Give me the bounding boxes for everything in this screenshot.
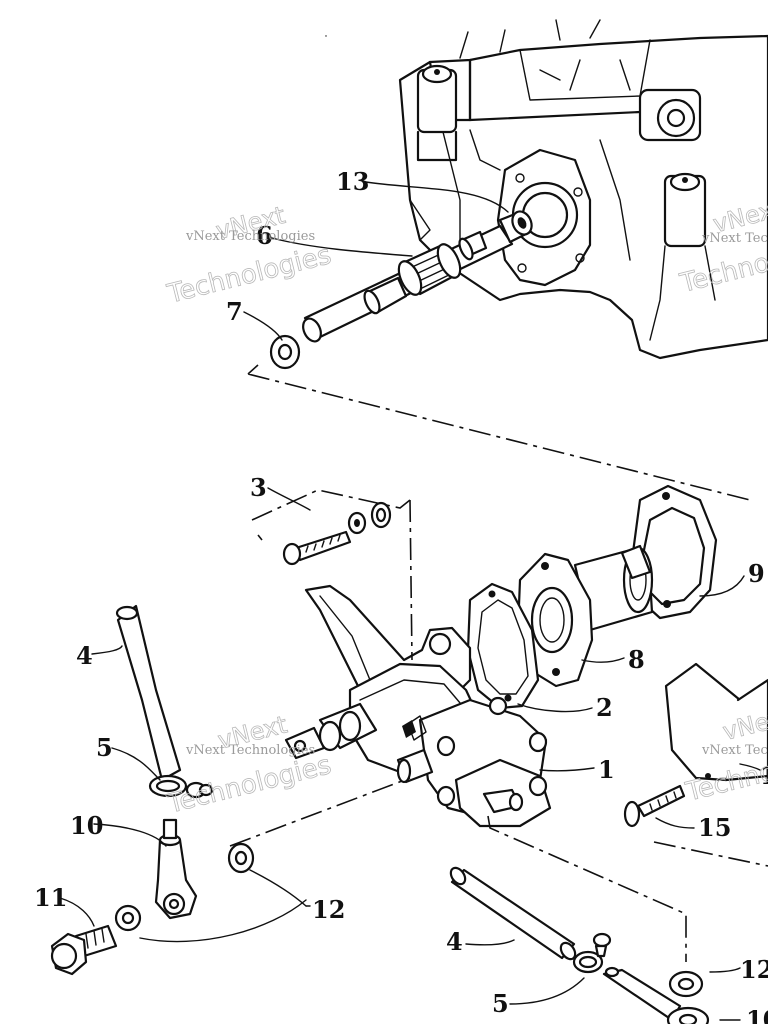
engine-block [398,19,768,360]
callout-12-bottom: 12 [740,955,768,984]
gasket-2 [466,582,540,710]
reference-lines-pump [229,489,768,962]
washer-12-bottom [668,970,704,998]
callout-10-left: 10 [70,811,103,840]
callout-11: 11 [34,883,67,912]
oil-hose-left [115,604,182,782]
callout-10-bottom: 10 [746,1005,768,1024]
watermark-small-middle: vNext Technologies [185,743,315,758]
callout-4-bottom: 4 [446,927,463,956]
callout-1: 1 [598,755,615,784]
drive-shaft-gear [302,210,533,343]
callout-6: 6 [256,221,273,250]
washer-12-middle [227,842,255,874]
callout-1-right: 1 [760,761,768,790]
bolt-3-assembly [282,501,392,566]
callout-5-bottom: 5 [492,989,509,1018]
watermark-large-bottom: Technologies [164,240,334,310]
watermark-middle: vNext Technologies [163,710,334,820]
adapter-8 [516,544,654,688]
washer-7 [269,334,301,370]
callout-3: 3 [250,473,267,502]
reference-line-top [247,364,751,501]
callout-12-middle: 12 [312,895,345,924]
watermark-large-bottom: Technologies [164,750,334,820]
watermark-small-top-left: vNext Technologies [185,229,315,244]
watermark-small-middle-right: vNext Technologies [701,743,768,758]
callout-4-left: 4 [76,641,93,670]
callout-5-left: 5 [96,733,113,762]
watermark-small-top-right: vNext Technologies [701,231,768,246]
oil-pump-1 [284,584,552,828]
callout-13: 13 [336,167,369,196]
watermark-top-left: vNext Technologies [163,201,334,311]
cover-plate [664,662,768,782]
callout-15: 15 [698,813,731,842]
screw-15 [623,784,686,828]
banjo-fitting-bottom [602,966,710,1024]
oil-hose-bottom [449,866,577,961]
callout-2: 2 [596,693,613,722]
leader-lines [59,35,761,1021]
banjo-bolt-11 [50,904,142,976]
hose-clamp-bottom [572,932,612,974]
mounting-gasket-9 [630,484,718,620]
callout-9: 9 [748,559,765,588]
banjo-fitting-left [154,818,198,920]
callout-8: 8 [628,645,645,674]
callout-7: 7 [226,297,243,326]
hose-clamp-left [148,774,214,799]
